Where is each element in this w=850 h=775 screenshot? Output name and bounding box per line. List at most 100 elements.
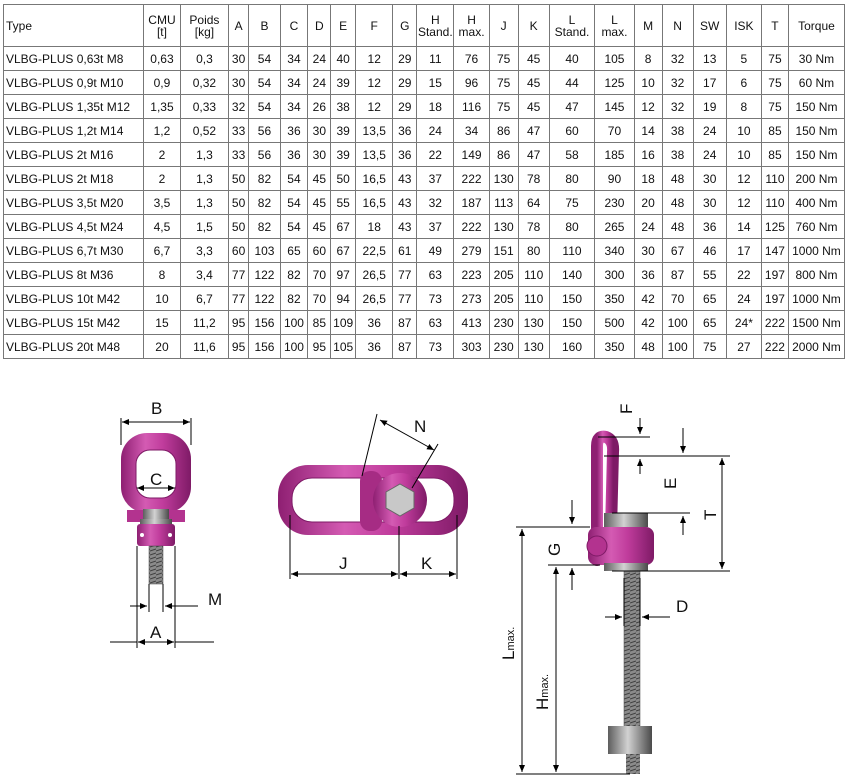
cell-n: 32 — [661, 94, 694, 119]
header-isk: ISK — [725, 4, 762, 47]
side-view — [586, 430, 654, 774]
cell-isk: 14 — [725, 214, 762, 239]
cell-c: 34 — [279, 70, 309, 95]
dimension-n: N — [361, 413, 439, 489]
cell-n: 100 — [661, 310, 694, 335]
dimension-d: D — [605, 578, 688, 626]
cell-torque: 2000 Nm — [787, 334, 846, 359]
cell-a: 77 — [227, 262, 250, 287]
top-view-nut — [385, 483, 415, 517]
cell-t: 222 — [760, 334, 789, 359]
header-sw-label: SW — [700, 18, 720, 33]
cell-isk: 6 — [725, 70, 762, 95]
label-t: T — [701, 510, 720, 520]
front-view-bolt — [148, 545, 164, 585]
cell-lmax: 230 — [594, 190, 635, 215]
label-l-max: Lmax. — [499, 627, 518, 660]
cell-lstand: 40 — [548, 46, 596, 71]
cell-j: 130 — [488, 166, 519, 191]
cell-cmu: 20 — [142, 334, 182, 359]
header-poids-sublabel: [kg] — [194, 24, 215, 39]
header-isk-label: ISK — [734, 18, 754, 33]
cell-d: 24 — [307, 46, 332, 71]
cell-m: 10 — [633, 70, 663, 95]
cell-a: 95 — [227, 334, 250, 359]
header-cmu-label: CMU — [148, 12, 176, 27]
cell-f: 22,5 — [355, 238, 394, 263]
cell-torque: 760 Nm — [787, 214, 846, 239]
cell-a: 95 — [227, 310, 250, 335]
cell-hmax: 96 — [453, 70, 490, 95]
cell-type: VLBG-PLUS 2t M18 — [3, 166, 144, 191]
cell-cmu: 2 — [142, 166, 182, 191]
cell-type: VLBG-PLUS 1,35t M12 — [3, 94, 144, 119]
cell-lstand: 150 — [548, 286, 596, 311]
cell-type: VLBG-PLUS 8t M36 — [3, 262, 144, 287]
cell-lstand: 160 — [548, 334, 596, 359]
cell-torque: 150 Nm — [787, 142, 846, 167]
cell-torque: 1000 Nm — [787, 238, 846, 263]
cell-hmax: 34 — [453, 118, 490, 143]
cell-cmu: 8 — [142, 262, 182, 287]
cell-sw: 65 — [692, 310, 727, 335]
cell-b: 82 — [248, 166, 281, 191]
cell-m: 42 — [633, 286, 663, 311]
cell-k: 78 — [517, 214, 550, 239]
cell-type: VLBG-PLUS 3,5t M20 — [3, 190, 144, 215]
header-m: M — [633, 4, 663, 47]
front-view-base — [137, 524, 175, 546]
dimension-l-max: Lmax. — [499, 526, 630, 775]
label-a: A — [150, 623, 162, 642]
cell-hstand: 24 — [416, 118, 455, 143]
cell-a: 50 — [227, 190, 250, 215]
cell-d: 30 — [307, 142, 332, 167]
cell-isk: 22 — [725, 262, 762, 287]
header-lmax-sublabel: max. — [601, 24, 628, 39]
header-c: C — [279, 4, 309, 47]
cell-f: 26,5 — [355, 286, 394, 311]
cell-t: 75 — [760, 70, 789, 95]
cell-n: 32 — [661, 70, 694, 95]
label-j: J — [339, 554, 348, 573]
cell-b: 54 — [248, 94, 281, 119]
cell-m: 12 — [633, 94, 663, 119]
cell-n: 70 — [661, 286, 694, 311]
cell-d: 30 — [307, 118, 332, 143]
cell-m: 20 — [633, 190, 663, 215]
cell-type: VLBG-PLUS 15t M42 — [3, 310, 144, 335]
cell-isk: 8 — [725, 94, 762, 119]
label-f: F — [617, 404, 636, 414]
cell-k: 45 — [517, 70, 550, 95]
cell-poids: 11,2 — [180, 310, 229, 335]
cell-cmu: 15 — [142, 310, 182, 335]
cell-d: 24 — [307, 70, 332, 95]
cell-n: 87 — [661, 262, 694, 287]
cell-sw: 36 — [692, 214, 727, 239]
cell-t: 75 — [760, 46, 789, 71]
cell-sw: 75 — [692, 334, 727, 359]
cell-torque: 60 Nm — [787, 70, 846, 95]
cell-k: 130 — [517, 310, 550, 335]
cell-t: 110 — [760, 190, 789, 215]
cell-torque: 150 Nm — [787, 94, 846, 119]
cell-torque: 30 Nm — [787, 46, 846, 71]
cell-c: 54 — [279, 166, 309, 191]
cell-n: 38 — [661, 118, 694, 143]
cell-type: VLBG-PLUS 6,7t M30 — [3, 238, 144, 263]
cell-poids: 6,7 — [180, 286, 229, 311]
cell-torque: 1500 Nm — [787, 310, 846, 335]
cell-hstand: 63 — [416, 262, 455, 287]
cell-sw: 30 — [692, 166, 727, 191]
cell-lstand: 140 — [548, 262, 596, 287]
cell-a: 33 — [227, 118, 250, 143]
header-lstand-sublabel: Stand. — [554, 24, 590, 39]
dimension-b: B — [120, 399, 192, 445]
cell-m: 30 — [633, 238, 663, 263]
cell-torque: 1000 Nm — [787, 286, 846, 311]
header-d-label: D — [315, 18, 324, 33]
cell-t: 222 — [760, 310, 789, 335]
cell-b: 54 — [248, 70, 281, 95]
